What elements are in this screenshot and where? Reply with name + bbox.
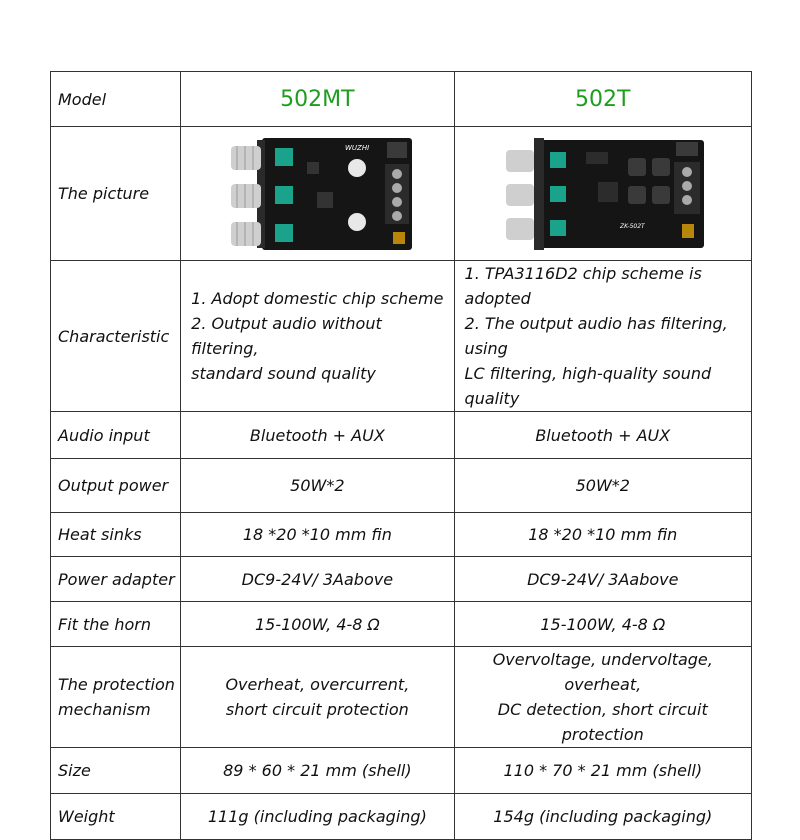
potentiometer [549,151,566,236]
row-size: Size 89 * 60 * 21 mm (shell) 110 * 70 * … [49,747,753,794]
row-fit-horn: Fit the horn 15-100W, 4-8 Ω 15-100W, 4-8… [49,601,753,647]
board-502t-image: ZK-502T [505,137,704,250]
characteristic-502mt: 1. Adopt domestic chip scheme 2. Output … [180,260,455,412]
model-502t: 502T [453,71,753,127]
power-adapter-502mt: DC9-24V/ 3Aabove [180,556,455,602]
dc-jack [675,141,698,156]
label-protection-line: The protection [58,675,175,694]
label-output-power: Output power [49,458,182,513]
label-protection-line: mechanism [58,700,151,719]
protection-line: short circuit protection [225,700,409,719]
protection-502mt: Overheat, overcurrent, short circuit pro… [180,646,455,748]
label-power-adapter: Power adapter [49,556,182,602]
label-weight: Weight [49,793,182,840]
protection-line: DC detection, short circuit protection [497,700,708,744]
row-characteristic: Characteristic 1. Adopt domestic chip sc… [49,260,753,412]
label-protection: The protection mechanism [49,646,182,748]
protection-line: Overvoltage, undervoltage, overheat, [492,650,713,694]
power-adapter-502t: DC9-24V/ 3Aabove [453,556,753,602]
heat-sinks-502t: 18 *20 *10 mm fin [453,512,753,557]
knob [231,145,262,246]
label-audio-input: Audio input [49,411,182,459]
board-brand-label: ZK-502T [619,223,646,230]
dc-jack [387,141,408,158]
label-heat-sinks: Heat sinks [49,512,182,557]
characteristic-line: 1. Adopt domestic chip scheme [191,289,444,308]
output-power-502t: 50W*2 [453,458,753,513]
row-output-power: Output power 50W*2 50W*2 [49,458,753,513]
size-502t: 110 * 70 * 21 mm (shell) [453,747,753,794]
characteristic-line: standard sound quality [191,364,376,383]
row-audio-input: Audio input Bluetooth + AUX Bluetooth + … [49,411,753,459]
picture-502t-cell: ZK-502T [453,126,753,261]
protection-502t: Overvoltage, undervoltage, overheat, DC … [453,646,753,748]
row-model: Model 502MT 502T [49,71,753,127]
characteristic-line: 2. The output audio has filtering, using [464,314,728,358]
weight-502mt: 111g (including packaging) [180,793,455,840]
pcb-board [262,137,413,250]
fit-horn-502t: 15-100W, 4-8 Ω [453,601,753,647]
picture-502mt-cell: WUZHI [180,126,455,261]
spec-table: Model 502MT 502T The picture [49,71,753,840]
row-heat-sinks: Heat sinks 18 *20 *10 mm fin 18 *20 *10 … [49,512,753,557]
mounting-plate [533,137,544,250]
screw-terminal [385,163,410,224]
fit-horn-502mt: 15-100W, 4-8 Ω [180,601,455,647]
knob [505,149,534,240]
size-502mt: 89 * 60 * 21 mm (shell) [180,747,455,794]
label-model: Model [49,71,182,127]
characteristic-502t: 1. TPA3116D2 chip scheme is adopted 2. T… [453,260,753,412]
audio-input-502mt: Bluetooth + AUX [180,411,455,459]
label-picture: The picture [49,126,182,261]
capacitor [348,212,367,231]
chip [597,181,618,202]
characteristic-line: 1. TPA3116D2 chip scheme is adopted [464,264,702,308]
row-protection: The protection mechanism Overheat, overc… [49,646,753,748]
label-fit-horn: Fit the horn [49,601,182,647]
weight-502t: 154g (including packaging) [453,793,753,840]
aux-jack [393,231,406,244]
row-power-adapter: Power adapter DC9-24V/ 3Aabove DC9-24V/ … [49,556,753,602]
board-502mt-image: WUZHI [231,137,413,250]
chip [307,161,320,174]
row-weight: Weight 111g (including packaging) 154g (… [49,793,753,840]
heat-sinks-502mt: 18 *20 *10 mm fin [180,512,455,557]
potentiometer [275,147,294,242]
audio-input-502t: Bluetooth + AUX [453,411,753,459]
chip [585,151,608,164]
board-brand-label: WUZHI [345,144,369,152]
output-power-502mt: 50W*2 [180,458,455,513]
inductor [627,157,670,204]
characteristic-line: LC filtering, high-quality sound quality [464,364,712,408]
label-size: Size [49,747,182,794]
model-502mt: 502MT [180,71,455,127]
row-picture: The picture [49,126,753,261]
label-characteristic: Characteristic [49,260,182,412]
screw-terminal [673,161,700,214]
aux-jack [681,223,694,238]
capacitor [348,158,367,177]
protection-line: Overheat, overcurrent, [225,675,410,694]
characteristic-line: 2. Output audio without filtering, [191,314,382,358]
chip [317,191,334,208]
